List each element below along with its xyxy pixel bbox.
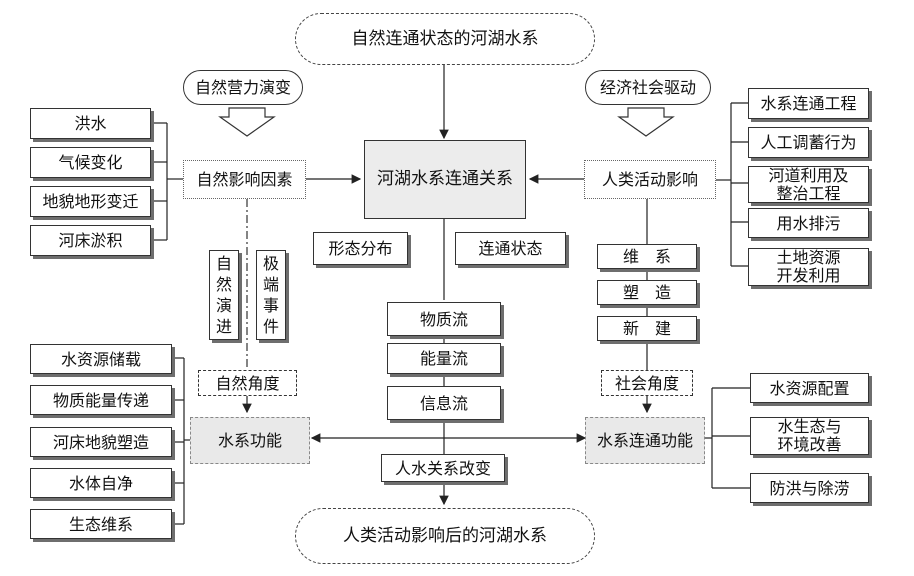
connection-state-box: 连通状态 xyxy=(455,232,566,265)
natural-evolution-bubble: 自然营力演变 xyxy=(183,70,303,105)
material-flow-box: 物质流 xyxy=(387,302,501,336)
activity-river-use: 河道利用及 整治工程 xyxy=(748,166,869,203)
activity-regulation: 人工调蓄行为 xyxy=(748,127,869,158)
right-function-allocation: 水资源配置 xyxy=(750,373,869,403)
bottom-cloud: 人类活动影响后的河湖水系 xyxy=(295,508,595,564)
function-self-purification: 水体自净 xyxy=(30,468,172,498)
energy-flow-box: 能量流 xyxy=(387,343,501,374)
social-angle-box: 社会角度 xyxy=(601,370,693,396)
main-relation-box: 河湖水系连通关系 xyxy=(364,140,526,219)
factor-climate: 气候变化 xyxy=(30,147,151,178)
function-water-storage: 水资源储载 xyxy=(30,344,172,374)
natural-factors-box: 自然影响因素 xyxy=(183,160,306,199)
human-water-change-box: 人水关系改变 xyxy=(381,454,505,482)
water-system-function-box: 水系功能 xyxy=(190,417,310,464)
function-riverbed-shaping: 河床地貌塑造 xyxy=(30,427,172,457)
right-function-flood: 防洪与除涝 xyxy=(750,473,869,503)
factor-riverbed: 河床淤积 xyxy=(30,225,151,256)
right-function-ecology: 水生态与 环境改善 xyxy=(750,417,869,455)
factor-flood: 洪水 xyxy=(30,108,151,139)
top-cloud: 自然连通状态的河湖水系 xyxy=(295,13,595,65)
information-flow-box: 信息流 xyxy=(387,386,501,420)
natural-angle-box: 自然角度 xyxy=(198,370,297,396)
factor-landform: 地貌地形变迁 xyxy=(30,186,151,217)
action-shape: 塑 造 xyxy=(597,280,697,305)
human-impact-box: 人类活动影响 xyxy=(584,160,716,199)
activity-water-discharge: 用水排污 xyxy=(748,208,869,238)
action-maintain: 维 系 xyxy=(597,244,697,269)
socio-economic-bubble: 经济社会驱动 xyxy=(585,70,711,105)
extreme-events-box: 极端事件 xyxy=(256,250,286,340)
form-distribution-box: 形态分布 xyxy=(313,232,408,265)
hollow-arrow-right-icon xyxy=(617,107,675,137)
activity-land-resource: 土地资源 开发利用 xyxy=(748,248,869,286)
activity-connection-project: 水系连通工程 xyxy=(748,88,869,119)
hollow-arrow-left-icon xyxy=(218,107,276,137)
natural-progression-box: 自然演进 xyxy=(209,250,239,340)
connection-function-box: 水系连通功能 xyxy=(585,417,705,464)
function-ecology: 生态维系 xyxy=(30,509,172,539)
action-build: 新 建 xyxy=(597,316,697,341)
function-material-energy: 物质能量传递 xyxy=(30,385,172,415)
